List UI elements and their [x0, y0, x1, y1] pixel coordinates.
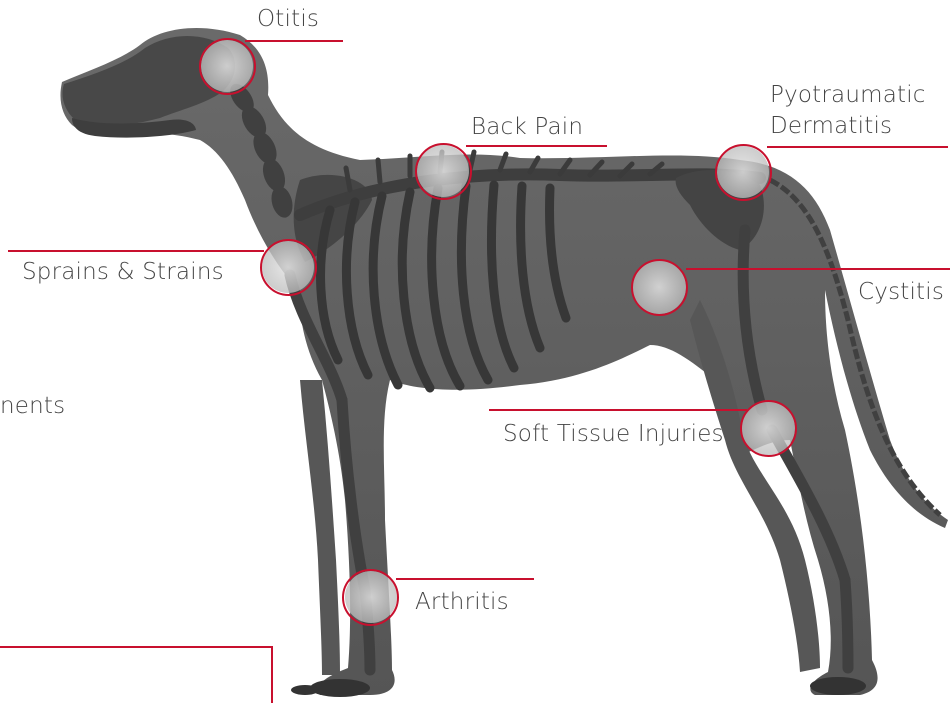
frame-right-line: [271, 646, 273, 703]
cystitis-label: Cystitis: [858, 279, 944, 305]
pyotraumatic-label-line1: Pyotraumatic: [770, 81, 926, 110]
arthritis-marker[interactable]: [342, 569, 399, 626]
soft-tissue-label: Soft Tissue Injuries: [503, 421, 724, 447]
frame-top-line: [0, 646, 273, 648]
otitis-label: Otitis: [257, 6, 319, 32]
back-pain-label: Back Pain: [471, 114, 583, 140]
pyotraumatic-dermatitis-marker[interactable]: [715, 144, 772, 201]
pyotraumatic-leader-line: [767, 146, 948, 148]
cystitis-leader-line: [686, 268, 950, 270]
soft-tissue-leader-line: [489, 409, 747, 411]
arthritis-label: Arthritis: [415, 589, 509, 615]
cropped-text: nents: [0, 393, 65, 419]
otitis-leader-line: [245, 40, 343, 42]
sprains-strains-label: Sprains & Strains: [22, 259, 224, 285]
back-pain-leader-line: [466, 145, 607, 147]
cystitis-marker[interactable]: [631, 259, 688, 316]
back-pain-marker[interactable]: [415, 143, 472, 200]
sprains-leader-line: [8, 250, 264, 252]
otitis-marker[interactable]: [199, 38, 256, 95]
sprains-strains-marker[interactable]: [260, 239, 317, 296]
pyotraumatic-label-line2: Dermatitis: [770, 112, 892, 141]
arthritis-leader-line: [396, 578, 534, 580]
soft-tissue-injuries-marker[interactable]: [740, 400, 797, 457]
